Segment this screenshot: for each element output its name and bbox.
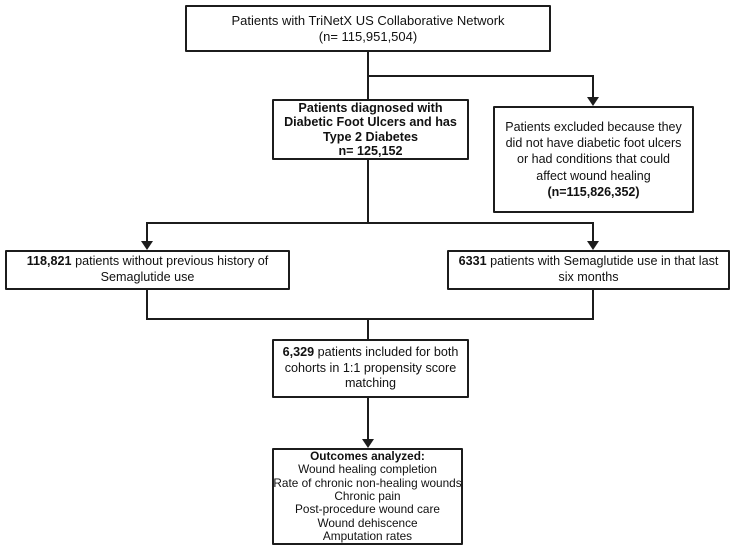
flow-box-dfu-diagnosed: Patients diagnosed with Diabetic Foot Ul… [272,99,469,160]
connector-left-drop [146,222,148,242]
semaglutide-line-2: six months [558,270,619,284]
dfu-line-4: n= 125,152 [338,143,403,158]
matched-line-2: cohorts in 1:1 propensity score [284,360,457,375]
excluded-line-1: Patients excluded because they [505,119,682,134]
network-line-2: (n= 115,951,504) [318,28,418,44]
connector-branch-to-excluded [367,75,594,77]
matched-count: 6,329 [282,344,315,359]
arrowhead-outcomes [362,439,374,448]
no-semaglutide-text: patients without previous history of [75,254,269,269]
excluded-n-value: (n=115,826,352) [547,184,640,199]
outcome-item: Post-procedure wound care [295,502,440,517]
outcomes-heading: Outcomes analyzed: [310,448,425,463]
matched-line-3: matching [344,376,397,391]
dfu-line-2: Diabetic Foot Ulcers and has [284,115,457,130]
connector-right-drop [592,222,594,242]
connector-merge-horizontal [146,318,594,320]
arrowhead-excluded [587,97,599,106]
connector-to-matched [367,318,369,339]
flow-box-network: Patients with TriNetX US Collaborative N… [185,5,551,52]
matched-text: patients included for both [317,344,459,359]
outcome-item: Wound healing completion [298,462,437,477]
flow-box-excluded: Patients excluded because they did not h… [493,106,694,213]
no-semaglutide-count: 118,821 [26,254,72,269]
excluded-line-3: or had conditions that could [517,152,670,167]
outcome-item: Amputation rates [322,528,413,543]
outcome-item: Rate of chronic non-healing wounds [273,475,462,490]
connector-split-horizontal [146,222,594,224]
semaglutide-text: patients with Semaglutide use in that la… [490,254,719,269]
dfu-line-3: Type 2 Diabetes [323,129,418,144]
outcome-item: Wound dehiscence [317,515,418,530]
connector-to-outcomes [367,397,369,439]
dfu-line-1: Patients diagnosed with [298,101,443,116]
no-semaglutide-line-2: Semaglutide use [100,270,195,284]
outcome-item: Chronic pain [334,488,401,503]
connector-excluded-drop [592,75,594,98]
excluded-line-4: affect wound healing [536,168,651,183]
semaglutide-count: 6331 [458,254,487,269]
arrowhead-no-semaglutide [141,241,153,250]
flow-box-outcomes: Outcomes analyzed: Wound healing complet… [272,448,463,545]
connector-left-merge [146,289,148,320]
excluded-line-2: did not have diabetic foot ulcers [505,136,682,151]
connector-right-merge [592,289,594,320]
arrowhead-semaglutide [587,241,599,250]
network-line-1: Patients with TriNetX US Collaborative N… [231,12,505,28]
connector-dfu-down [367,159,369,223]
